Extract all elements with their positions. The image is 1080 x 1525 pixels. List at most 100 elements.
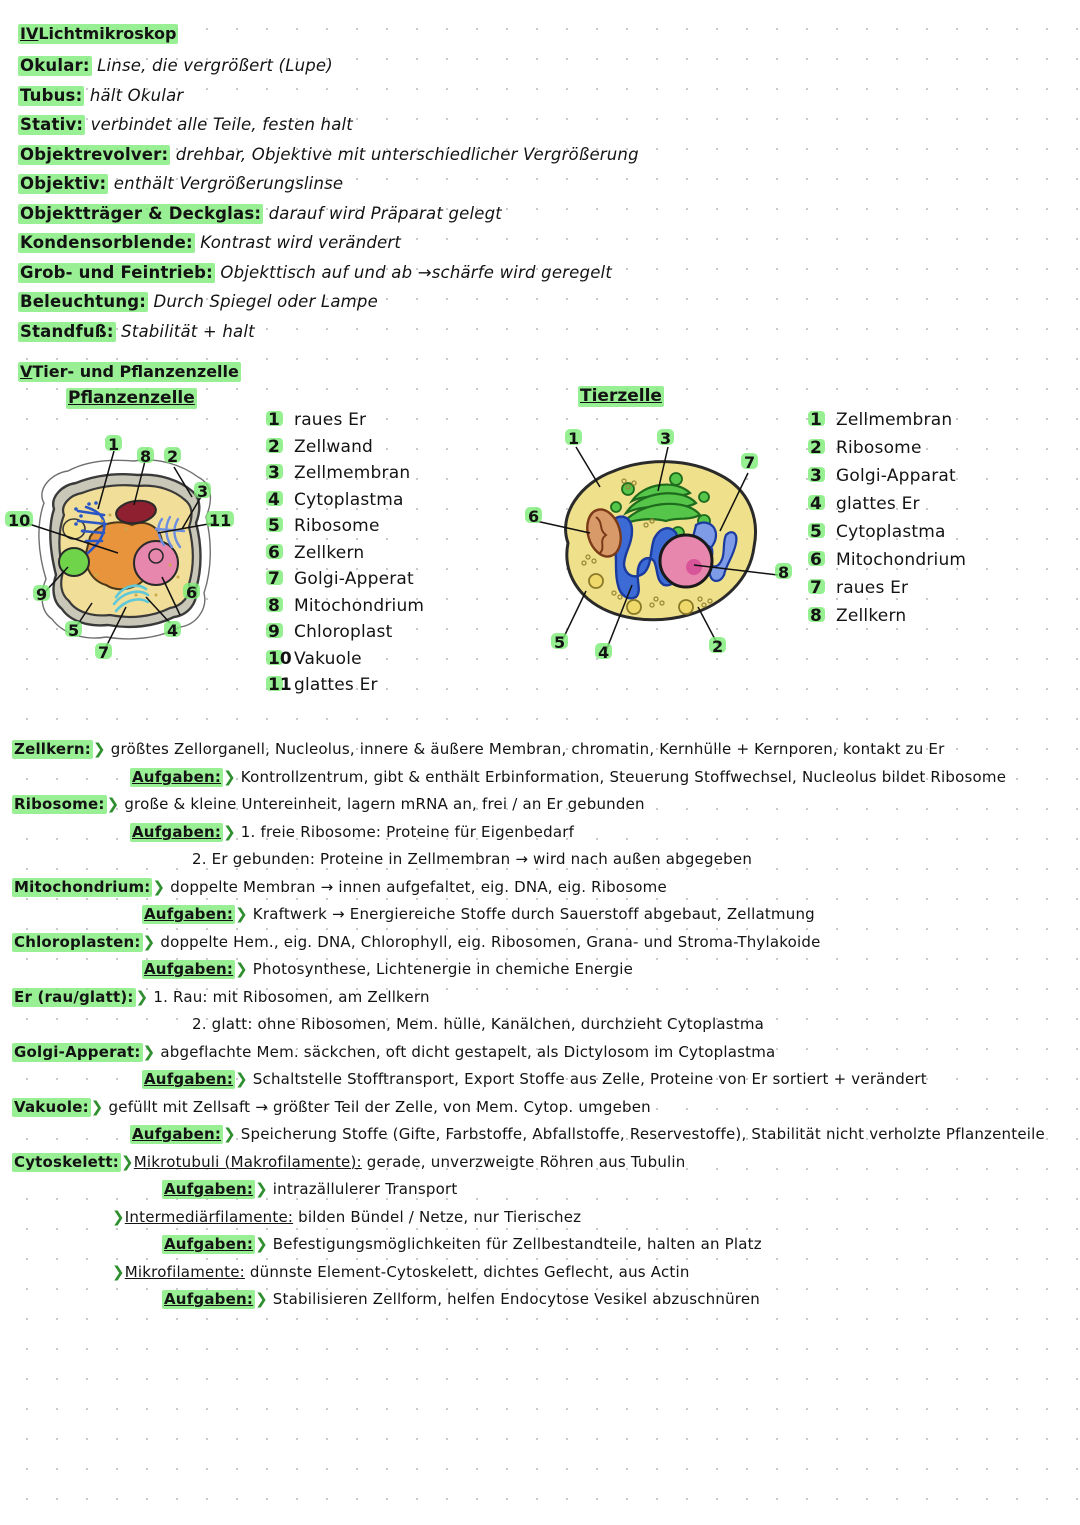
animal-legend-label: Ribosome (836, 438, 922, 458)
organelle-note-text: doppelte Membran → innen aufgefaltet, ei… (165, 877, 667, 896)
organelle-note-term: Cytoskelett: (12, 1152, 121, 1172)
organelle-note-term: Zellkern: (12, 740, 93, 759)
organelle-note-text: Befestigungsmöglichkeiten für Zellbestan… (267, 1235, 762, 1253)
organelle-note-term: Chloroplasten: (12, 932, 143, 952)
section-iv-roman: IV (20, 24, 39, 43)
plant-callout-10: 10 (4, 511, 34, 530)
section-v-title: Tier- und Pflanzenzelle (32, 362, 239, 381)
microscope-part-row: Okular: Linse, die vergrößert (Lupe) (18, 56, 1058, 76)
plant-callout-5: 5 (64, 621, 83, 640)
organelle-note-text: gerade, unverzweigte Röhren aus Tubulin (361, 1152, 686, 1171)
chevron-icon: ❯ (223, 767, 236, 786)
microscope-part-desc: drehbar, Objektive mit unterschiedlicher… (170, 144, 639, 164)
organelle-note-term: Golgi-Apperat: (12, 1042, 143, 1062)
animal-cell-subtitle: Tierzelle (578, 386, 664, 407)
plant-legend-label: Ribosome (294, 516, 380, 536)
organelle-note-text: dünnste Element-Cytoskelett, dichtes Gef… (244, 1262, 690, 1281)
plant-cell-subtitle: Pflanzenzelle (66, 388, 197, 409)
plant-legend-number: 6 (266, 543, 294, 563)
animal-legend-label: raues Er (836, 578, 909, 598)
microscope-part-term: Objektrevolver: (18, 144, 171, 165)
animal-callout-6: 6 (524, 507, 543, 526)
animal-callout-2: 2 (708, 637, 727, 656)
chevron-icon: ❯ (112, 1207, 125, 1226)
microscope-part-row: Objektiv: enthält Vergrößerungslinse (18, 174, 1058, 194)
microscope-part-desc: Kontrast wird verändert (194, 233, 402, 252)
organelle-note-text: 2. glatt: ohne Ribosomen, Mem. hülle, Ka… (192, 1015, 765, 1033)
plant-callout-7: 7 (94, 643, 113, 662)
plant-callout-9: 9 (32, 585, 51, 604)
microscope-part-term: Okular: (18, 56, 92, 76)
chevron-icon: ❯ (90, 1097, 104, 1116)
organelle-note-line: Aufgaben:❯ Befestigungsmöglichkeiten für… (12, 1235, 1072, 1254)
chevron-icon: ❯ (121, 1152, 134, 1171)
organelle-note-line: Mitochondrium:❯ doppelte Membran → innen… (12, 877, 1072, 897)
microscope-part-row: Kondensorblende: Kontrast wird verändert (18, 233, 1058, 253)
organelle-note-text: 1. freie Ribosome: Proteine für Eigenbed… (235, 822, 575, 841)
animal-callout-8: 8 (774, 563, 793, 582)
chevron-icon: ❯ (235, 960, 248, 978)
plant-callout-1: 1 (104, 435, 123, 454)
animal-callout-3: 3 (656, 429, 675, 448)
organelle-note-text: 1. Rau: mit Ribosomen, am Zellkern (148, 987, 430, 1006)
chevron-icon: ❯ (112, 1262, 125, 1281)
microscope-part-row: Tubus: hält Okular (18, 85, 1058, 106)
plant-cell-diagram: 1 8 2 3 11 10 9 5 7 4 6 (4, 425, 256, 679)
plant-legend-label: Cytoplastma (294, 489, 404, 510)
organelle-note-text: größtes Zellorganell, Nucleolus, innere … (105, 740, 945, 758)
chevron-icon: ❯ (106, 795, 120, 813)
microscope-part-term: Objektträger & Deckglas: (18, 203, 264, 224)
organelle-note-text: doppelte Hem., eig. DNA, Chlorophyll, ei… (155, 932, 821, 951)
organelle-note-text: Photosynthese, Lichtenergie in chemiche … (247, 960, 634, 978)
organelle-note-subterm: Mikrofilamente: (124, 1262, 245, 1281)
microscope-part-term: Kondensorblende: (18, 233, 195, 253)
microscope-part-term: Tubus: (18, 85, 85, 106)
plant-legend-number: 3 (266, 463, 294, 483)
organelle-note-line: ❯Intermediärfilamente: bilden Bündel / N… (12, 1207, 1072, 1226)
animal-legend-number: 3 (808, 466, 836, 486)
organelle-note-term: Mitochondrium: (12, 877, 153, 897)
organelle-note-term: Ribosome: (12, 795, 107, 814)
organelle-note-term: Aufgaben: (162, 1290, 256, 1309)
organelle-note-term: Aufgaben: (142, 960, 236, 979)
organelle-note-term: Er (rau/glatt): (12, 987, 136, 1007)
plant-legend-number: 2 (266, 437, 294, 457)
animal-cell-diagram: 1 3 7 6 8 5 4 2 (524, 415, 793, 669)
microscope-part-desc: enthält Vergrößerungslinse (108, 174, 344, 193)
plant-legend-number: 4 (266, 490, 294, 510)
plant-legend-label: Chloroplast (294, 622, 393, 642)
organelle-note-line: 2. Er gebunden: Proteine in Zellmembran … (12, 852, 1072, 867)
plant-legend-label: Zellkern (294, 542, 365, 563)
animal-legend-label: Zellmembran (836, 410, 953, 430)
animal-legend-label: Cytoplastma (836, 522, 946, 542)
microscope-part-desc: Linse, die vergrößert (Lupe) (91, 56, 333, 75)
plant-callout-4: 4 (163, 621, 182, 640)
animal-legend-number: 6 (808, 550, 836, 570)
section-v-roman: V (20, 362, 33, 381)
organelle-note-line: Aufgaben:❯ intrazällulerer Transport (12, 1180, 1072, 1199)
organelle-note-text: 2. Er gebunden: Proteine in Zellmembran … (192, 850, 753, 868)
organelle-note-line: ❯Mikrofilamente: dünnste Element-Cytoske… (12, 1262, 1072, 1281)
animal-legend-label: Golgi-Apparat (836, 466, 956, 486)
organelle-note-term: Aufgaben: (142, 1070, 236, 1089)
chevron-icon: ❯ (135, 987, 149, 1006)
organelle-note-term: Vakuole: (12, 1097, 91, 1117)
organelle-note-text: Kraftwerk → Energiereiche Stoffe durch S… (247, 905, 815, 923)
microscope-part-row: Objektrevolver: drehbar, Objektive mit u… (18, 144, 1058, 165)
organelle-note-subterm: Intermediärfilamente: (124, 1207, 294, 1226)
plant-legend-number: 11 (266, 675, 294, 695)
organelle-note-text: große & kleine Untereinheit, lagern mRNA… (119, 795, 645, 813)
plant-callout-3: 3 (193, 482, 212, 501)
organelle-note-term: Aufgaben: (130, 1125, 224, 1144)
